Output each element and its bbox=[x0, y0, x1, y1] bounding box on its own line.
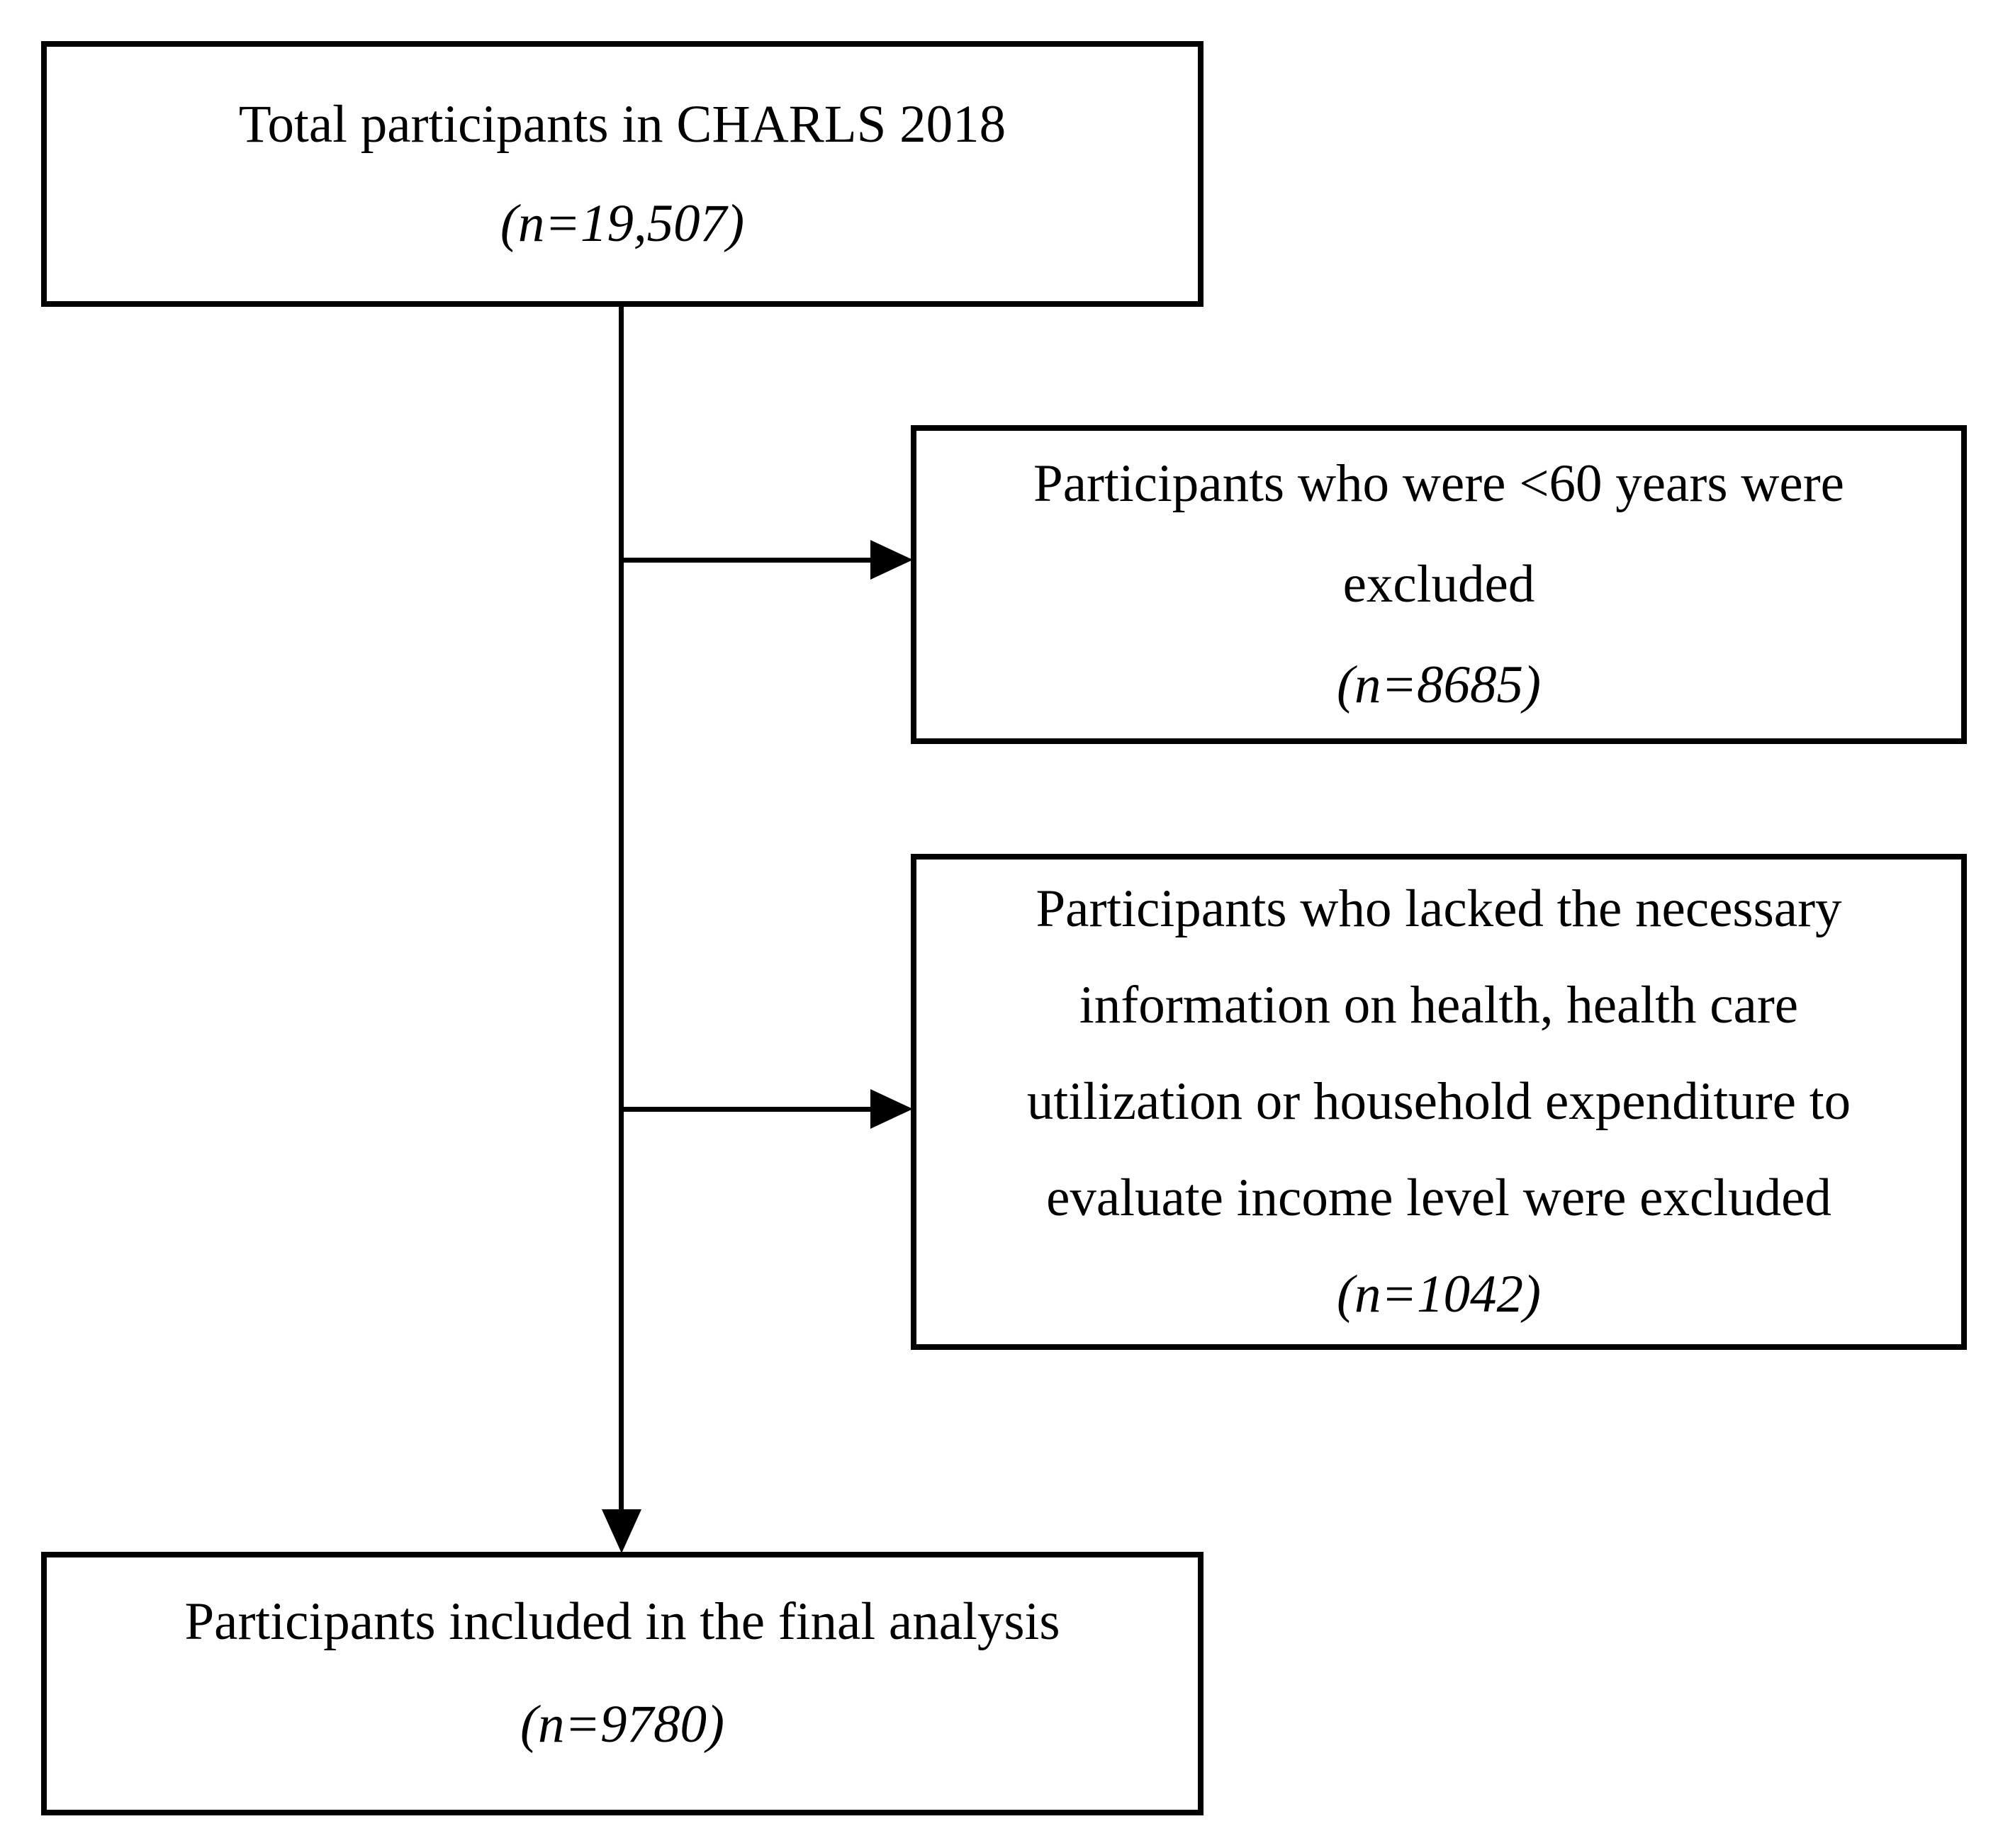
flow-box-excluded-under-60: Participants who were <60 years were exc… bbox=[911, 425, 1967, 744]
flow-box-total-participants: Total participants in CHARLS 2018 (n=19,… bbox=[41, 41, 1204, 307]
arrowhead-right-icon bbox=[870, 540, 913, 580]
connector-vertical-stem bbox=[619, 307, 624, 1513]
box-text-line: Total participants in CHARLS 2018 bbox=[238, 94, 1006, 154]
box-text-line: Participants included in the final analy… bbox=[184, 1592, 1060, 1651]
connector-branch-to-missing-exclusion bbox=[621, 1107, 872, 1112]
sample-size-label: (n=8685) bbox=[1336, 655, 1542, 714]
sample-size-label: (n=19,507) bbox=[500, 193, 745, 253]
box-text-line: information on health, health care bbox=[1079, 976, 1799, 1035]
sample-size-label: (n=9780) bbox=[520, 1695, 725, 1754]
box-text-line: Participants who were <60 years were bbox=[1033, 454, 1844, 513]
sample-size-label: (n=1042) bbox=[1336, 1265, 1542, 1324]
box-text-line: Participants who lacked the necessary bbox=[1036, 879, 1842, 938]
flow-box-final-analysis: Participants included in the final analy… bbox=[41, 1552, 1204, 1815]
connector-branch-to-age-exclusion bbox=[621, 558, 872, 563]
flow-box-excluded-missing-info: Participants who lacked the necessary in… bbox=[911, 854, 1967, 1350]
box-text-line: evaluate income level were excluded bbox=[1046, 1168, 1831, 1227]
box-text-line: excluded bbox=[1342, 555, 1535, 614]
arrowhead-down-icon bbox=[602, 1509, 641, 1553]
arrowhead-right-icon bbox=[870, 1089, 913, 1129]
box-text-line: utilization or household expenditure to bbox=[1026, 1072, 1851, 1131]
